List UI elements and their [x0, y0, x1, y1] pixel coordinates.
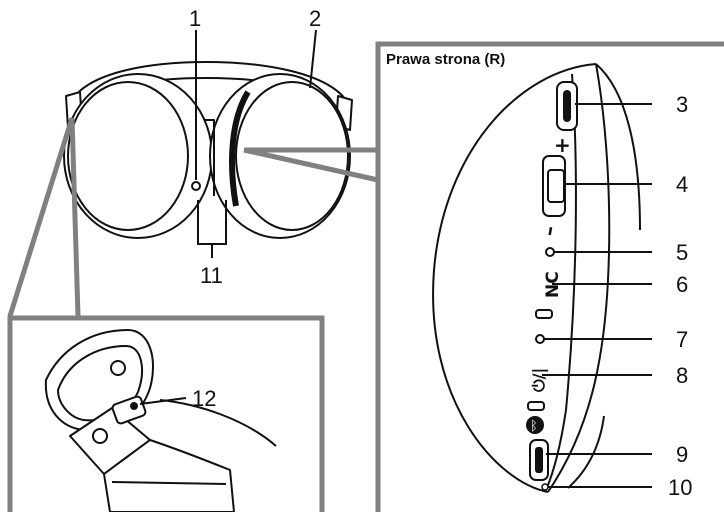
callout-11-label: 11	[200, 263, 223, 288]
left-detail-panel: 12	[7, 315, 325, 512]
earcup-rim-front	[547, 63, 611, 493]
left-ear-cushion	[67, 81, 189, 231]
power-icon: ⏻/|	[529, 368, 549, 392]
bluetooth-glyph: ᛒ	[530, 419, 538, 434]
callout-12-line	[139, 397, 187, 405]
callout-1-label: 1	[189, 6, 201, 31]
earcup-rim-back	[595, 63, 641, 231]
detail-band-curve	[159, 399, 277, 447]
right-controls-strip	[229, 90, 251, 207]
detail-screw	[110, 360, 126, 376]
detail-arm-edge	[111, 481, 227, 485]
volume-plus-glyph: +	[554, 133, 571, 157]
center-gap	[204, 119, 215, 196]
callout-2-line	[309, 29, 317, 89]
power-indicator-light	[535, 334, 545, 344]
detail-headband-arm	[103, 439, 235, 512]
volume-rocker-icon[interactable]	[542, 155, 566, 217]
callout-11-bracket	[197, 200, 227, 258]
callout-12-label: 12	[192, 386, 216, 411]
detail-port-recess	[111, 395, 147, 425]
callout-4-label: 4	[676, 172, 688, 197]
detail-screw-2	[92, 428, 108, 444]
usb-c-port-icon	[556, 81, 578, 131]
earcup-body-outline	[432, 63, 597, 493]
power-button[interactable]	[527, 401, 545, 411]
panel-title: Prawa strona (R)	[386, 51, 505, 68]
callout-10-label: 10	[668, 475, 692, 500]
usb-c-audio-port-icon	[529, 439, 549, 481]
callout-2-label: 2	[309, 6, 321, 31]
nc-indicator-light	[545, 247, 555, 257]
callout-9-label: 9	[676, 442, 688, 467]
left-cup-jack	[191, 181, 201, 191]
microphone-hole	[541, 483, 549, 491]
callout-3-label: 3	[676, 92, 688, 117]
callout-7-label: 7	[676, 327, 688, 352]
detail-mic-hole	[130, 402, 138, 410]
magnifier-connectors	[7, 117, 379, 317]
nc-button[interactable]	[535, 309, 553, 319]
bluetooth-icon	[526, 416, 544, 434]
callout-8-label: 8	[676, 363, 688, 388]
callout-5-label: 5	[676, 240, 688, 265]
right-side-panel: Prawa strona (R) 3 + – 4 5 NC	[375, 41, 724, 512]
callout-6-label: 6	[676, 272, 688, 297]
right-panel-frame	[375, 41, 724, 512]
right-ear-cushion	[235, 81, 349, 231]
volume-minus-glyph: –	[536, 224, 561, 238]
earcup-cushion-edge	[567, 415, 605, 489]
